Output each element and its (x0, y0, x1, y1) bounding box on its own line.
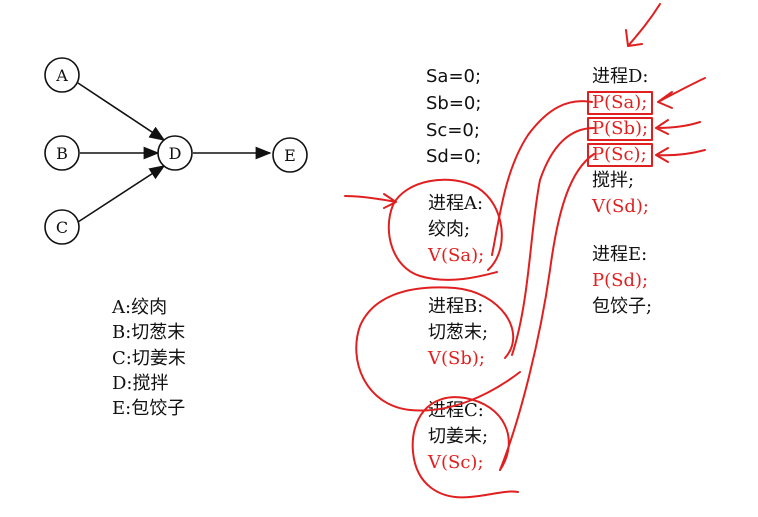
annotation-loop-c (411, 396, 519, 499)
annotation-box-sa (587, 91, 653, 115)
process-c-op: 切姜末; (428, 426, 489, 447)
process-b-op: 切葱末; (428, 322, 489, 343)
legend-item-e: E:包饺子 (112, 398, 186, 419)
node-a: A (44, 57, 80, 93)
edge-a-d (77, 82, 166, 141)
node-d: D (157, 135, 193, 171)
svg-text:B: B (56, 144, 68, 163)
process-a-signal: V(Sa); (428, 245, 485, 266)
annotation-link-sa (491, 100, 593, 256)
process-a-title: 进程A: (428, 193, 484, 214)
process-e-wait: P(Sd); (592, 270, 649, 291)
annotation-box-sc (587, 143, 653, 167)
node-b: B (44, 135, 80, 171)
legend-item-a: A:绞肉 (112, 297, 168, 318)
process-e-op: 包饺子; (592, 296, 653, 317)
process-c-title: 进程C: (428, 400, 484, 421)
semaphore-sa-init: Sa=0; (426, 66, 482, 87)
annotation-box-sb (587, 117, 653, 141)
process-d-op: 搅拌; (592, 170, 635, 191)
legend-item-b: B:切葱末 (112, 322, 186, 343)
annotation-link-sb (511, 127, 595, 356)
node-c: C (44, 209, 80, 245)
annotation-arrow-sa (657, 77, 706, 109)
annotation-link-sc (499, 153, 595, 471)
annotation-loop-a (387, 178, 503, 281)
annotation-arrow-a (344, 193, 397, 209)
semaphore-sc-init: Sc=0; (426, 120, 480, 141)
annotation-loop-b (355, 286, 521, 412)
svg-text:A: A (55, 66, 68, 85)
semaphore-sd-init: Sd=0; (426, 146, 482, 167)
legend-item-d: D:搅拌 (112, 373, 169, 394)
process-d-wait-sa: P(Sa); (592, 92, 648, 113)
process-d-wait-sb: P(Sb); (592, 118, 649, 139)
edge-c-d (77, 165, 166, 223)
semaphore-sb-init: Sb=0; (426, 93, 482, 114)
annotation-arrow-sc (655, 147, 706, 163)
process-d-wait-sc: P(Sc); (592, 144, 647, 165)
process-b-title: 进程B: (428, 296, 484, 317)
svg-text:E: E (284, 146, 296, 165)
annotation-arrow-top (625, 3, 661, 47)
annotation-arrow-sb (655, 119, 701, 135)
process-a-op: 绞肉; (428, 219, 471, 240)
node-e: E (272, 137, 308, 173)
process-e-title: 进程E: (592, 244, 648, 265)
process-b-signal: V(Sb); (428, 348, 485, 369)
process-d-title: 进程D: (592, 66, 649, 87)
legend-item-c: C:切姜末 (112, 348, 186, 369)
svg-text:D: D (169, 144, 182, 163)
process-c-signal: V(Sc); (428, 452, 484, 473)
process-d-signal: V(Sd); (592, 196, 649, 217)
svg-text:C: C (56, 218, 68, 237)
